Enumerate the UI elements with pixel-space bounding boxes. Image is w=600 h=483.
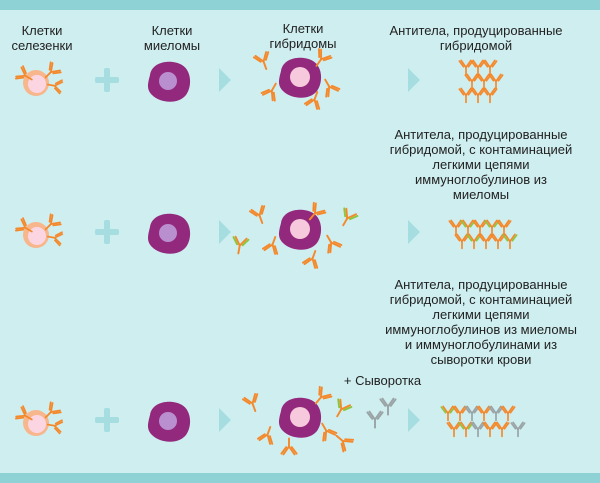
antibody-icon — [44, 213, 62, 231]
antibody-icon — [324, 78, 341, 98]
antibody-icon — [252, 51, 270, 70]
antibody-icon — [446, 421, 462, 438]
hybridoma-cell-icon — [279, 397, 322, 438]
hybridoma-cell-icon — [279, 57, 322, 98]
antibody-icon — [303, 91, 321, 110]
antibody-icon — [464, 73, 480, 90]
plus-icon — [95, 68, 119, 92]
spleen-cell-icon — [14, 61, 64, 96]
antibody-icon — [470, 421, 486, 438]
arrow-icon — [219, 68, 231, 92]
myeloma-cell-icon — [148, 61, 191, 102]
antibody-icon — [476, 405, 492, 422]
antibody-icon — [482, 421, 498, 438]
antibody-icon — [261, 236, 279, 255]
antibody-icon — [502, 233, 518, 250]
antibody-icon — [336, 398, 353, 418]
antibody-icon — [472, 219, 488, 236]
antibody-icon — [500, 405, 516, 422]
antibody-icon — [241, 393, 259, 412]
antibody-icon — [232, 235, 250, 255]
antibody-icon — [308, 201, 327, 221]
antibody-icon — [464, 405, 480, 422]
antibody-icon — [260, 82, 277, 102]
arrow-icon — [408, 68, 420, 92]
arrow-icon — [219, 220, 231, 244]
antibody-icon — [476, 73, 492, 90]
plus-icon — [95, 220, 119, 244]
antibody-icon — [458, 421, 474, 438]
antibody-icon — [280, 437, 298, 456]
antibody-icon — [488, 73, 504, 90]
antibody-icon — [454, 233, 470, 250]
antibody-icon — [44, 401, 62, 419]
antibody-icon — [326, 234, 343, 254]
antibody-icon — [494, 421, 510, 438]
arrow-icon — [219, 408, 231, 432]
arrow-icon — [408, 408, 420, 432]
antibody-icon — [458, 87, 474, 104]
antibody-icon — [315, 48, 333, 67]
antibody-icon — [482, 59, 498, 76]
antibody-icon — [301, 250, 319, 269]
antibody-icon — [248, 205, 266, 224]
myeloma-cell-icon — [148, 401, 191, 442]
antibody-icon — [46, 79, 64, 95]
antibody-icon — [46, 419, 64, 435]
antibody-icon — [466, 233, 482, 250]
antibody-icon — [379, 397, 397, 416]
antibody-icon — [496, 219, 512, 236]
bottom-bar — [0, 473, 600, 483]
antibody-icon — [366, 410, 384, 429]
antibody-icon — [490, 233, 506, 250]
antibody-icon — [335, 434, 355, 453]
arrow-icon — [408, 220, 420, 244]
antibody-icon — [256, 426, 274, 445]
antibody-icon — [482, 87, 498, 104]
antibody-icon — [510, 421, 526, 438]
antibody-icon — [458, 59, 474, 76]
label-serum: + Сыворотка — [343, 373, 422, 388]
antibody-icon — [488, 405, 504, 422]
antibody-icon — [14, 405, 33, 421]
hybridoma-cell-icon — [279, 209, 322, 250]
antibody-icon — [46, 231, 64, 247]
antibody-icon — [452, 405, 468, 422]
spleen-cell-icon — [14, 401, 64, 436]
antibody-icon — [470, 59, 486, 76]
antibody-icon — [440, 405, 456, 422]
antibody-icon — [342, 207, 359, 227]
antibody-icon — [478, 233, 494, 250]
antibody-icon — [448, 219, 464, 236]
myeloma-cell-icon — [148, 213, 191, 254]
antibody-icon — [314, 385, 333, 405]
top-bar — [0, 0, 600, 10]
antibody-icon — [470, 87, 486, 104]
antibody-icon — [14, 65, 33, 81]
antibody-icon — [460, 219, 476, 236]
spleen-cell-icon — [14, 213, 64, 248]
antibody-icon — [484, 219, 500, 236]
antibody-icon — [321, 422, 338, 442]
antibody-icon — [14, 217, 33, 233]
plus-icon — [95, 408, 119, 432]
antibody-icon — [44, 61, 62, 79]
